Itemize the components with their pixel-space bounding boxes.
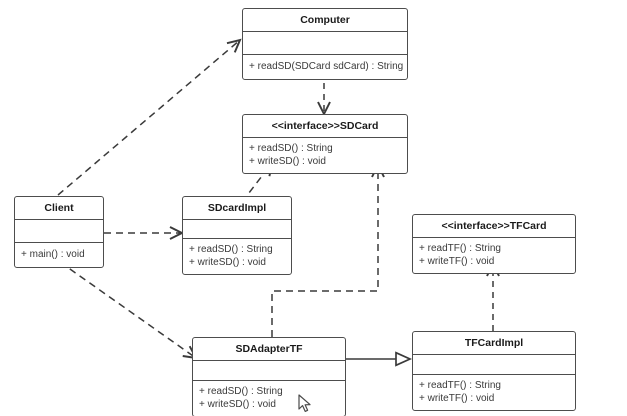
class-title-client: Client — [15, 197, 103, 220]
class-box-client[interactable]: Client + main() : void — [14, 196, 104, 268]
operation-item: + writeTF() : void — [419, 256, 495, 267]
operation-item: + main() : void — [21, 249, 85, 260]
class-operations-computer: + readSD(SDCard sdCard) : String — [243, 55, 407, 79]
class-operations-sdcard: + readSD() : String + writeSD() : void — [243, 138, 407, 173]
class-title-sdadaptertf: SDAdapterTF — [193, 338, 345, 361]
class-box-sdcardimpl[interactable]: SDcardImpl + readSD() : String + writeSD… — [182, 196, 292, 275]
operation-item: + writeSD() : void — [189, 257, 266, 268]
operation-item: + readSD() : String — [249, 143, 333, 154]
operation-item: + writeSD() : void — [199, 399, 276, 410]
class-title-computer: Computer — [243, 9, 407, 32]
class-operations-sdadaptertf: + readSD() : String + writeSD() : void — [193, 381, 345, 416]
class-box-tfcard[interactable]: <<interface>>TFCard + readTF() : String … — [412, 214, 576, 274]
operation-item: + readSD(SDCard sdCard) : String — [249, 61, 404, 72]
class-attributes-computer — [243, 32, 407, 55]
class-box-tfcardimpl[interactable]: TFCardImpl + readTF() : String + writeTF… — [412, 331, 576, 411]
operation-item: + readTF() : String — [419, 380, 501, 391]
class-attributes-tfcardimpl — [413, 355, 575, 375]
operation-item: + readSD() : String — [189, 244, 273, 255]
class-title-tfcardimpl: TFCardImpl — [413, 332, 575, 355]
class-operations-tfcard: + readTF() : String + writeTF() : void — [413, 238, 575, 273]
edge-client-computer — [57, 38, 242, 196]
class-box-sdadaptertf[interactable]: SDAdapterTF + readSD() : String + writeS… — [192, 337, 346, 416]
class-attributes-sdcardimpl — [183, 220, 291, 239]
class-title-tfcard: <<interface>>TFCard — [413, 215, 575, 238]
operation-item: + writeSD() : void — [249, 156, 326, 167]
class-title-sdcard: <<interface>>SDCard — [243, 115, 407, 138]
class-box-sdcard[interactable]: <<interface>>SDCard + readSD() : String … — [242, 114, 408, 174]
class-operations-sdcardimpl: + readSD() : String + writeSD() : void — [183, 239, 291, 274]
operation-item: + readTF() : String — [419, 243, 501, 254]
operation-item: + readSD() : String — [199, 386, 283, 397]
class-attributes-client — [15, 220, 103, 243]
class-operations-client: + main() : void — [15, 243, 103, 267]
edge-client-sdadaptertf — [59, 261, 198, 360]
class-attributes-sdadaptertf — [193, 361, 345, 381]
class-box-computer[interactable]: Computer + readSD(SDCard sdCard) : Strin… — [242, 8, 408, 80]
class-operations-tfcardimpl: + readTF() : String + writeTF() : void — [413, 375, 575, 410]
class-title-sdcardimpl: SDcardImpl — [183, 197, 291, 220]
operation-item: + writeTF() : void — [419, 393, 495, 404]
